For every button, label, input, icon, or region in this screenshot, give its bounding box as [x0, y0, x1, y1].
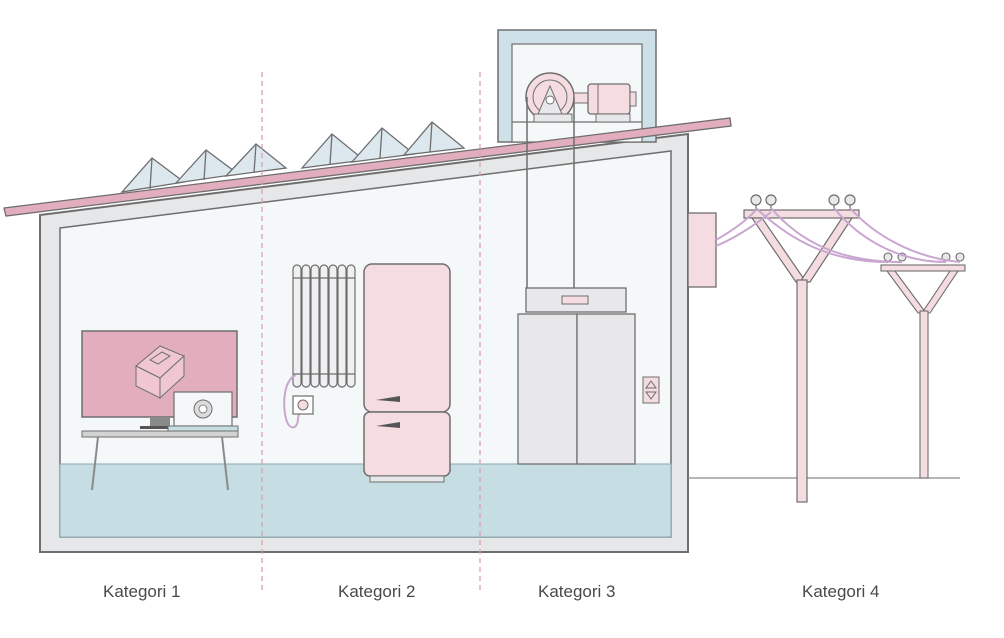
solar-panel: [350, 127, 416, 163]
elevator-call-button-icon: [642, 376, 660, 404]
elevator-door: [517, 313, 578, 465]
roof: [3, 117, 732, 217]
fridge-handle: [376, 422, 400, 428]
solar-panel: [300, 133, 366, 169]
power-pole-small: [880, 252, 966, 479]
category-label-2: Kategori 2: [338, 582, 416, 601]
elevator-machine-room: [497, 29, 657, 143]
category-label-3: Kategori 3: [538, 582, 616, 601]
fridge-handle: [376, 396, 400, 402]
power-cord: [283, 374, 301, 429]
tv-table: [81, 430, 239, 491]
package-icon: [135, 345, 185, 400]
meter-box: [687, 212, 717, 288]
solar-panel: [402, 121, 466, 156]
solar-panel: [120, 157, 186, 193]
solar-panels: [120, 121, 466, 193]
solar-panel: [174, 149, 240, 184]
laptop: [167, 391, 239, 432]
category-label-4: Kategori 4: [802, 582, 880, 601]
elevator-motor: [587, 83, 631, 115]
fridge: [363, 263, 451, 483]
elevator: [517, 97, 660, 465]
solar-panel: [224, 143, 288, 177]
category-label-1: Kategori 1: [103, 582, 181, 601]
power-wires: [715, 207, 961, 263]
radiator: [292, 264, 356, 388]
elevator-door: [576, 313, 636, 465]
wall-socket: [292, 395, 314, 415]
floor-water: [59, 463, 672, 538]
grid-connection: [687, 194, 966, 503]
